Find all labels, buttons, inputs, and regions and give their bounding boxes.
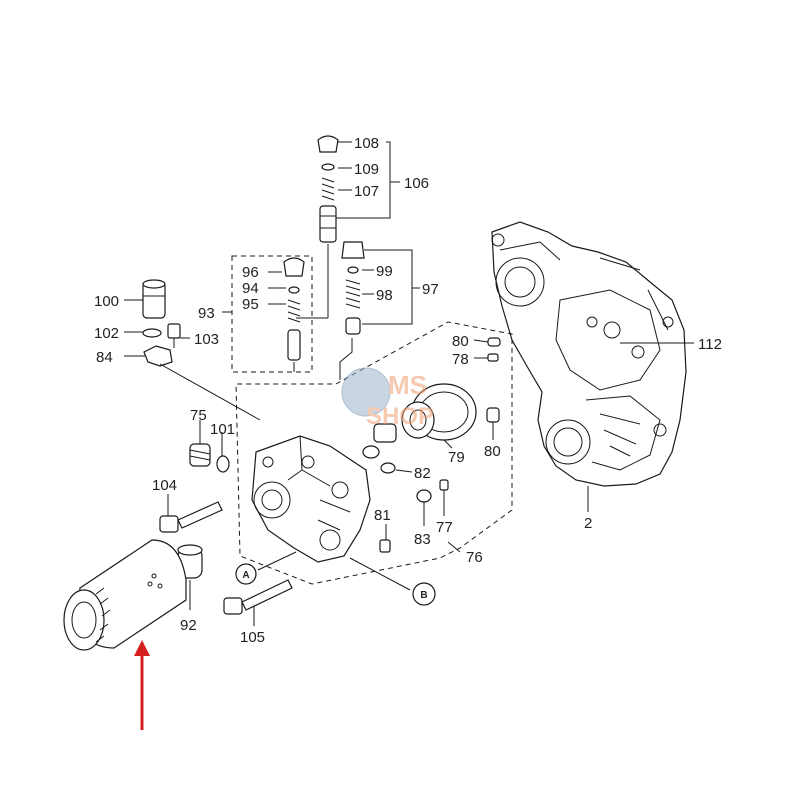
label-75: 75 <box>190 407 207 424</box>
parts-right-of-pump <box>362 337 501 553</box>
pump-body <box>251 435 371 563</box>
label-80-top: 80 <box>452 333 469 350</box>
label-76: 76 <box>466 549 483 566</box>
label-82: 82 <box>414 465 431 482</box>
label-98: 98 <box>376 287 393 304</box>
label-95: 95 <box>242 296 259 313</box>
label-109: 109 <box>354 161 379 178</box>
label-107: 107 <box>354 183 379 200</box>
label-93: 93 <box>198 305 215 322</box>
bolts-and-sleeve <box>159 494 293 626</box>
valve-stack-106 <box>296 135 339 319</box>
label-81: 81 <box>374 507 391 524</box>
label-106: 106 <box>404 175 429 192</box>
label-brackets <box>124 141 489 553</box>
label-94: 94 <box>242 280 259 297</box>
transmission-housing <box>491 221 694 512</box>
label-108: 108 <box>354 135 379 152</box>
label-2: 2 <box>584 515 592 532</box>
label-84: 84 <box>96 349 113 366</box>
red-pointer-arrow <box>134 640 150 730</box>
callout-a-circle <box>235 563 257 585</box>
label-80-bottom: 80 <box>484 443 501 460</box>
parts-100-103-84 <box>142 279 261 421</box>
label-102: 102 <box>94 325 119 342</box>
parts-75-101 <box>189 420 230 473</box>
label-92: 92 <box>180 617 197 634</box>
label-100: 100 <box>94 293 119 310</box>
label-103: 103 <box>194 331 219 348</box>
label-105: 105 <box>240 629 265 646</box>
label-78: 78 <box>452 351 469 368</box>
label-79: 79 <box>448 449 465 466</box>
label-99: 99 <box>376 263 393 280</box>
valve-stack-97 <box>339 241 365 380</box>
watermark-line1: MS <box>388 370 427 400</box>
valve-stack-93 <box>283 257 305 372</box>
watermark-line2: SHOP <box>366 403 434 430</box>
mechanic-logo-icon <box>341 367 391 417</box>
assembly-outline-76 <box>235 321 513 585</box>
label-96: 96 <box>242 264 259 281</box>
label-104: 104 <box>152 477 177 494</box>
label-97: 97 <box>422 281 439 298</box>
label-83: 83 <box>414 531 431 548</box>
callout-b: B <box>420 590 427 601</box>
callout-a: A <box>242 570 249 581</box>
callout-b-circle <box>412 582 436 606</box>
label-77: 77 <box>436 519 453 536</box>
label-112: 112 <box>698 336 722 353</box>
label-101: 101 <box>210 421 235 438</box>
shop-watermark: MS SHOP <box>341 367 434 430</box>
oil-filter <box>63 539 187 651</box>
